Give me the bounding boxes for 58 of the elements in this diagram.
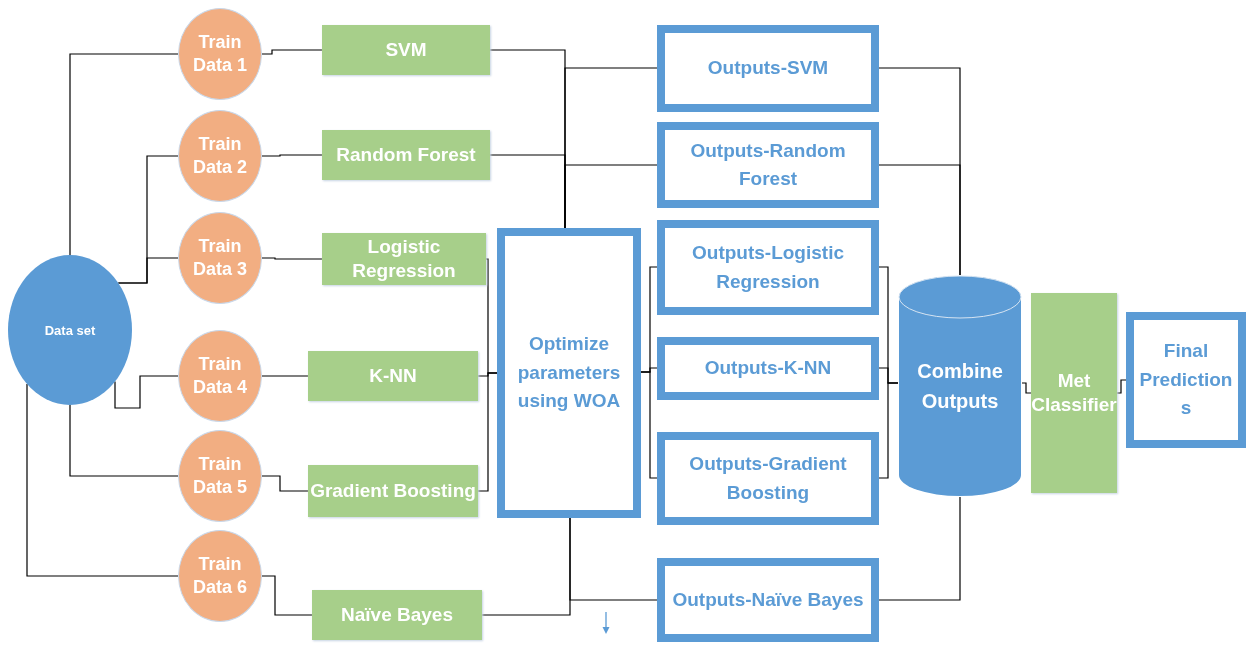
connector-line bbox=[640, 371, 658, 479]
node-label: Random Forest bbox=[336, 143, 476, 167]
node-label: Train Data 3 bbox=[192, 234, 248, 281]
node-label: Train Data 1 bbox=[192, 30, 248, 77]
node-label: Gradient Boosting bbox=[310, 479, 476, 503]
node-label: Met Classifier bbox=[1031, 369, 1117, 417]
connector-line bbox=[261, 257, 323, 260]
node-label: Train Data 5 bbox=[192, 452, 248, 499]
connector-line bbox=[477, 372, 498, 492]
node-label: Naïve Bayes bbox=[341, 603, 453, 627]
connector-line bbox=[26, 383, 179, 577]
connector-line bbox=[878, 496, 961, 601]
node-label: SVM bbox=[385, 38, 427, 62]
output-box bbox=[657, 122, 879, 208]
node-label: Combine Outputs bbox=[916, 359, 1004, 414]
node-label: Train Data 2 bbox=[192, 132, 248, 179]
connector-line bbox=[1021, 382, 1032, 394]
output-box bbox=[657, 25, 879, 112]
connector-line bbox=[878, 164, 961, 276]
node-label: Final Predictions bbox=[1138, 339, 1234, 421]
result-box bbox=[1126, 312, 1246, 448]
connector-line bbox=[878, 382, 899, 479]
connector-line bbox=[1116, 379, 1127, 394]
output-box bbox=[657, 558, 879, 642]
optimizer-box bbox=[497, 228, 641, 518]
output-box bbox=[657, 337, 879, 400]
connector-line bbox=[261, 475, 309, 492]
connector-line bbox=[69, 53, 179, 256]
node-label: Train Data 6 bbox=[192, 552, 248, 599]
node-label: Outputs-Gradient Boosting bbox=[688, 452, 848, 505]
connector-line bbox=[261, 154, 323, 157]
model-box bbox=[312, 590, 482, 640]
output-box bbox=[657, 432, 879, 525]
connector-line bbox=[69, 404, 179, 477]
model-box bbox=[308, 351, 478, 401]
node-label: Outputs-Naïve Bayes bbox=[672, 587, 864, 612]
node-label: Outputs-SVM bbox=[707, 56, 829, 81]
node-label: Outputs-K-NN bbox=[704, 356, 832, 381]
model-box bbox=[322, 233, 486, 285]
connector-line bbox=[114, 375, 179, 409]
node-label: Train Data 4 bbox=[192, 352, 248, 399]
connector-line bbox=[261, 575, 313, 616]
connector-line bbox=[569, 517, 658, 601]
connector-line bbox=[564, 164, 658, 229]
output-box bbox=[657, 220, 879, 315]
connector-line bbox=[117, 257, 179, 284]
node-label: Outputs-Random Forest bbox=[689, 138, 847, 191]
node-label: Outputs-Logistic Regression bbox=[691, 241, 845, 294]
node-label: K-NN bbox=[369, 364, 417, 388]
node-label: Logistic Regression bbox=[351, 235, 457, 283]
node-label: Optimize parameters using WOA bbox=[516, 332, 622, 414]
node-label: Data set bbox=[44, 322, 96, 338]
connector-line bbox=[261, 49, 323, 55]
classifier-box bbox=[1031, 293, 1117, 493]
model-box bbox=[322, 25, 490, 75]
connector-line bbox=[261, 375, 309, 377]
model-box bbox=[308, 465, 478, 517]
model-box bbox=[322, 130, 490, 180]
